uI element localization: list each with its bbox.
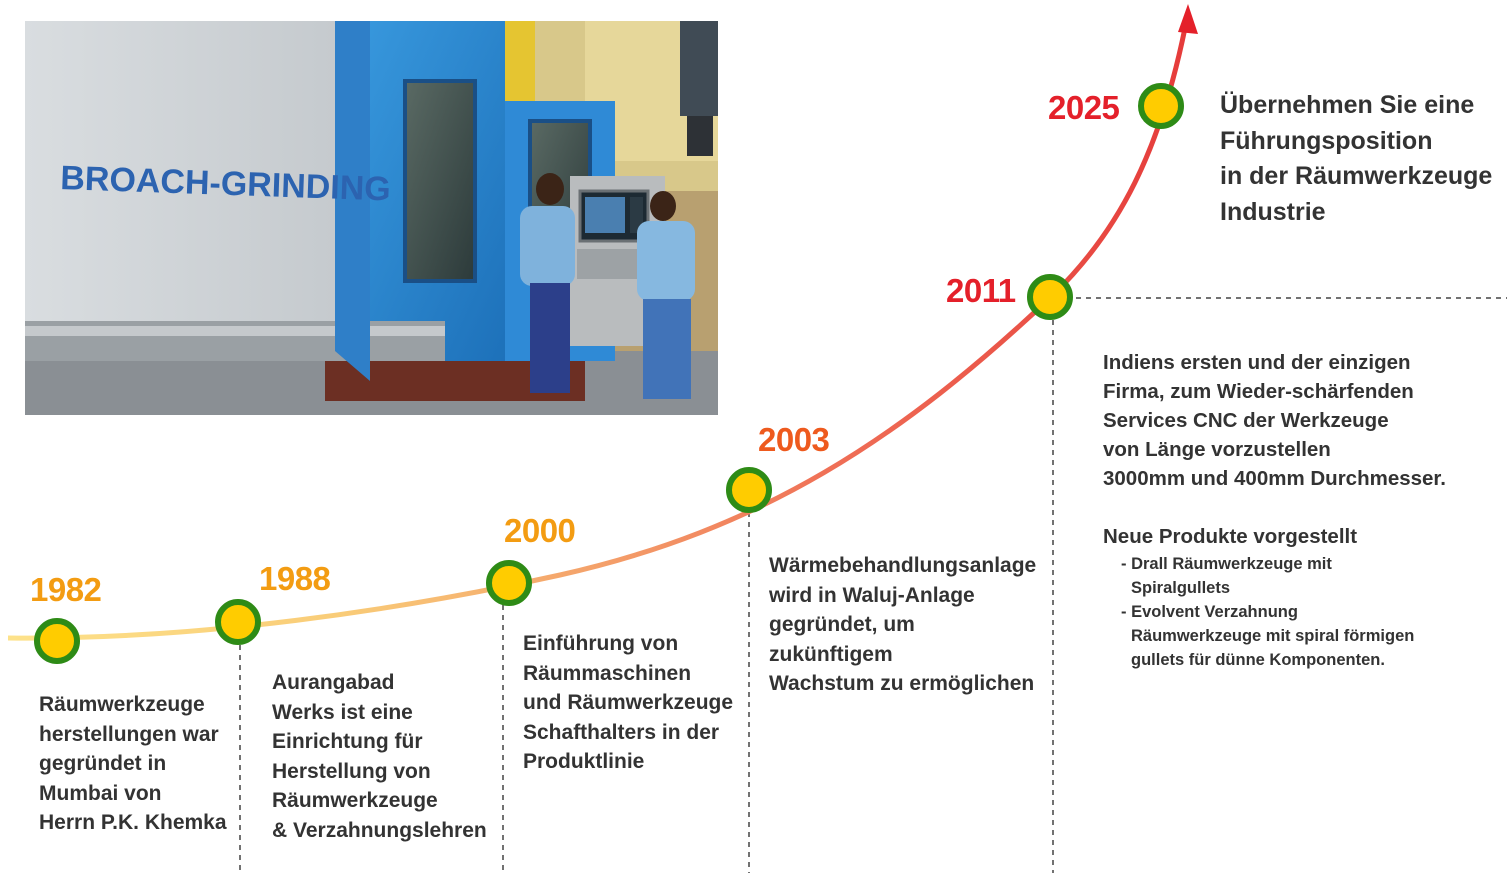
node-2000 xyxy=(486,560,532,606)
node-2011 xyxy=(1027,274,1073,320)
node-1982 xyxy=(34,618,80,664)
arrow-head-icon xyxy=(1178,4,1198,34)
milestone-1988-text: Aurangabad Werks ist eine Einrichtung fü… xyxy=(272,671,487,842)
year-2000: 2000 xyxy=(504,512,576,549)
milestone-2000-text: Einführung von Räummaschinen und Räumwer… xyxy=(523,632,734,773)
new-products-list: - Drall Räumwerkzeuge mit Spiralgullets … xyxy=(1121,552,1414,672)
list-item: Räumwerkzeuge mit spiral förmigen xyxy=(1131,627,1415,645)
year-2025: 2025 xyxy=(1048,89,1120,126)
list-item: - Drall Räumwerkzeuge mit xyxy=(1121,555,1332,573)
new-products-title: Neue Produkte vorgestellt xyxy=(1103,525,1358,548)
node-2003 xyxy=(726,467,772,513)
year-1988: 1988 xyxy=(259,560,331,597)
list-item: gullets für dünne Komponenten. xyxy=(1131,651,1385,669)
milestone-2003-text: Wärmebehandlungsanlage wird in Waluj-Anl… xyxy=(769,554,1037,695)
milestone-1982-text: Räumwerkzeuge herstellungen war gegründe… xyxy=(39,693,227,834)
milestone-2025-text: Übernehmen Sie eine Führungsposition in … xyxy=(1220,91,1493,226)
node-1988 xyxy=(215,599,261,645)
milestone-2011-text: Indiens ersten und der einzigen Firma, z… xyxy=(1103,351,1446,490)
year-2003: 2003 xyxy=(758,421,830,458)
node-2025 xyxy=(1138,83,1184,129)
list-item: Spiralgullets xyxy=(1131,579,1231,597)
year-1982: 1982 xyxy=(30,571,102,608)
factory-photo: BROACH-GRINDING xyxy=(25,21,718,415)
year-2011: 2011 xyxy=(946,272,1016,309)
list-item: - Evolvent Verzahnung xyxy=(1121,603,1298,621)
timeline-curve xyxy=(7,27,1188,641)
